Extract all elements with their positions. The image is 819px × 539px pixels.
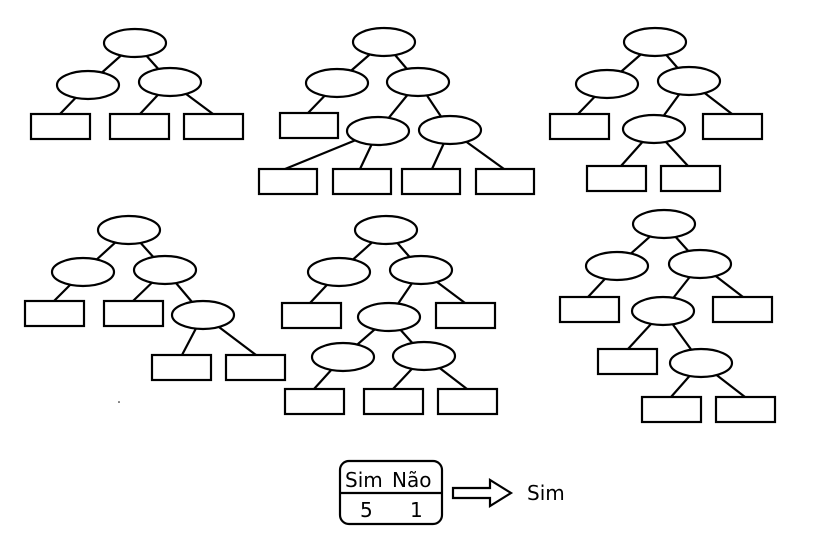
tree-node: [385, 66, 451, 98]
tree-node: [668, 347, 734, 379]
tree-leaf: [278, 111, 340, 140]
tree-leaf: [224, 353, 287, 382]
tree-leaf: [102, 299, 165, 328]
tally-header-nao: Não: [392, 468, 431, 492]
arrow-right-icon: [451, 478, 514, 508]
tree-leaf: [640, 395, 703, 424]
tally-header-sim: Sim: [345, 468, 383, 492]
tree-leaf: [362, 387, 425, 416]
tree-leaf: [659, 164, 722, 193]
tree-node: [137, 66, 203, 98]
tree-5: [280, 214, 499, 416]
tree-node: [345, 115, 411, 147]
tree-node: [391, 340, 457, 372]
tree-node: [574, 68, 640, 100]
tree-node: [50, 256, 116, 288]
tree-leaf: [434, 301, 497, 330]
vote-tally-box: Sim Não 5 1: [338, 459, 444, 526]
tree-leaf: [596, 347, 659, 376]
tree-leaf: [150, 353, 213, 382]
tree-node: [304, 67, 370, 99]
tree-node: [310, 341, 376, 373]
tree-node: [622, 26, 688, 58]
tree-node: [621, 113, 687, 145]
tree-node: [356, 301, 422, 333]
tree-4: [23, 214, 287, 382]
tree-node: [96, 214, 162, 246]
tree-node: [170, 299, 236, 331]
tree-node: [102, 27, 168, 59]
result-label: Sim: [527, 481, 565, 505]
tree-leaf: [714, 395, 777, 424]
tree-3: [548, 26, 764, 193]
tree-node: [55, 69, 121, 101]
tree-leaf: [257, 167, 319, 196]
tree-node: [351, 26, 417, 58]
tally-value-sim: 5: [360, 498, 373, 522]
tree-node: [132, 254, 198, 286]
tree-leaf: [711, 295, 774, 324]
tree-leaf: [585, 164, 648, 193]
tree-6: [558, 208, 777, 424]
stray-dot: [118, 401, 120, 403]
tree-leaf: [283, 387, 346, 416]
tree-node: [631, 208, 697, 240]
tree-leaf: [108, 112, 171, 141]
tree-leaf: [23, 299, 86, 328]
tree-node: [667, 248, 733, 280]
tree-1: [29, 27, 245, 141]
tree-leaf: [701, 112, 764, 141]
tree-leaf: [436, 387, 499, 416]
tally-value-nao: 1: [410, 498, 423, 522]
tree-node: [630, 295, 696, 327]
tree-leaf: [474, 167, 536, 196]
tree-node: [388, 254, 454, 286]
tree-leaf: [331, 167, 393, 196]
tree-node: [353, 214, 419, 246]
tree-node: [584, 250, 650, 282]
tree-leaf: [29, 112, 92, 141]
tree-2: [257, 26, 536, 196]
tree-leaf: [182, 112, 245, 141]
tree-leaf: [400, 167, 462, 196]
tree-node: [417, 114, 483, 146]
tree-leaf: [558, 295, 621, 324]
tree-leaf: [548, 112, 611, 141]
tree-node: [656, 65, 722, 97]
tree-node: [306, 256, 372, 288]
tree-leaf: [280, 301, 343, 330]
